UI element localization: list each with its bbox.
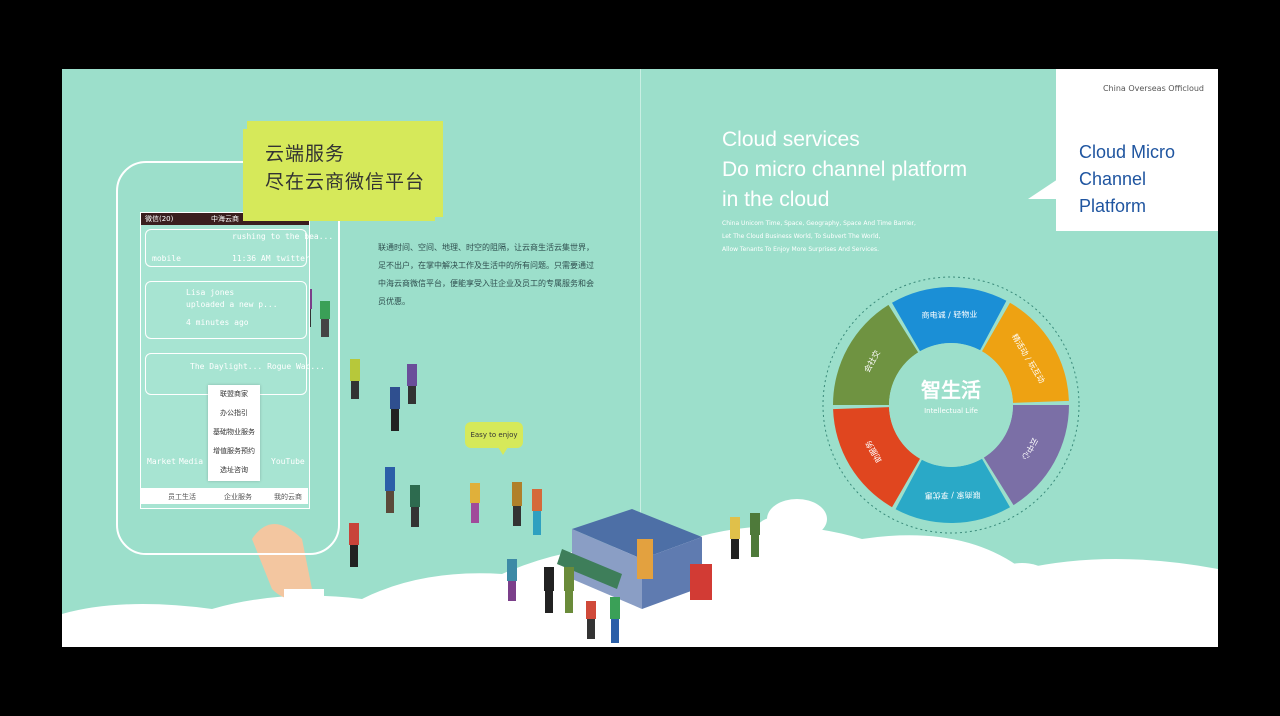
media-store-icon[interactable]: Media Store [179,457,232,466]
wheel-center-title: 智生活 [921,378,981,402]
subtitle-line: Allow Tenants To Enjoy More Surprises An… [722,246,880,253]
feed-text: uploaded a new p... [186,300,278,309]
wheel-segment [982,302,1069,403]
tab-bar: 员工生活 企业服务 我的云商 [140,488,308,504]
wheel-segment-label: 联商家 / 享优惠 [925,490,981,501]
bubble-tail [498,447,508,455]
tab-enterprise-service[interactable]: 企业服务 [224,493,252,501]
wheel-center-subtitle: Intellectual Life [924,407,978,415]
market-icon[interactable]: Market [147,457,176,466]
feed-card-2[interactable]: Lisa jones uploaded a new p... 4 minutes… [145,281,307,339]
lead-paragraph: 联通时间、空间、地理、时空的阻隔，让云商生活云集世界，足不出户，在掌中解决工作及… [378,243,594,306]
cloud-ground [62,289,1218,647]
wheel-segment [892,287,1007,352]
menu-item[interactable]: 增值服务预约 [213,447,255,455]
title-line: Do micro channel platform [722,158,968,181]
title-line: Cloud services [722,128,860,151]
wheel-segment-label: 商电诚 / 轻物业 [921,309,977,320]
feed-card-1[interactable]: rushing to the bea... mobile 11:36 AM tw… [145,229,333,267]
phone-outline [116,161,340,555]
feed-time: 4 minutes ago [186,318,249,327]
title-line: in the cloud [722,188,830,211]
page-fold [640,69,641,647]
card-title: Cloud Micro Channel Platform [1079,139,1175,220]
feed-text: The Daylight... Rogue Wac... [190,362,325,371]
right-title: Cloud services Do micro channel platform… [722,125,967,215]
headline-line-2: 尽在云商微信平台 [265,171,426,193]
brand-name: China Overseas Officloud [1102,84,1204,93]
pointing-hand-icon [252,524,324,647]
card-title-line: Platform [1079,196,1147,216]
feed-name: Lisa jones [186,288,235,297]
pixel-building-icon [557,509,712,609]
tab-staff-life[interactable]: 员工生活 [168,493,196,501]
feed-source: mobile [152,254,181,263]
tab-my-cloud[interactable]: 我的云商 [274,493,302,501]
wheel-segment [833,304,919,405]
subtitle-line: China Unicom Time, Space, Geography, Spa… [722,220,916,227]
brochure-spread: 微信(20) 中海云商 rushing to the bea... mobile… [62,69,1218,647]
wechat-title: 中海云商 [211,215,239,223]
popup-menu: 联盟商家 办公指引 基础物业服务 增值服务预约 选址咨询 [208,385,260,481]
right-subtitle: China Unicom Time, Space, Geography, Spa… [722,217,916,256]
wheel-segment [895,458,1010,523]
feed-app: twitter [276,254,310,263]
card-title-line: Cloud Micro [1079,142,1176,162]
back-button[interactable]: 微信(20) [145,215,174,223]
youtube-icon[interactable]: YouTube [271,457,305,466]
card-title-line: Channel [1079,169,1147,189]
enjoy-bubble: Easy to enjoy [465,422,523,448]
wheel-segment [833,407,920,508]
feed-text: rushing to the bea... [232,232,334,241]
feed-time: 11:36 AM [232,254,271,263]
wheel-segment [983,405,1069,506]
headline-line-1: 云端服务 [265,143,346,165]
menu-item[interactable]: 办公指引 [220,409,248,417]
platform-card: China Overseas Officloud Cloud Micro Cha… [1056,69,1218,231]
menu-item[interactable]: 基础物业服务 [213,428,255,436]
card-tail [1028,179,1058,199]
menu-item[interactable]: 选址咨询 [220,466,248,474]
subtitle-line: Let The Cloud Business World, To Subvert… [722,233,881,240]
headline-bubble: 云端服务 尽在云商微信平台 [247,121,443,217]
menu-item[interactable]: 联盟商家 [220,390,248,398]
